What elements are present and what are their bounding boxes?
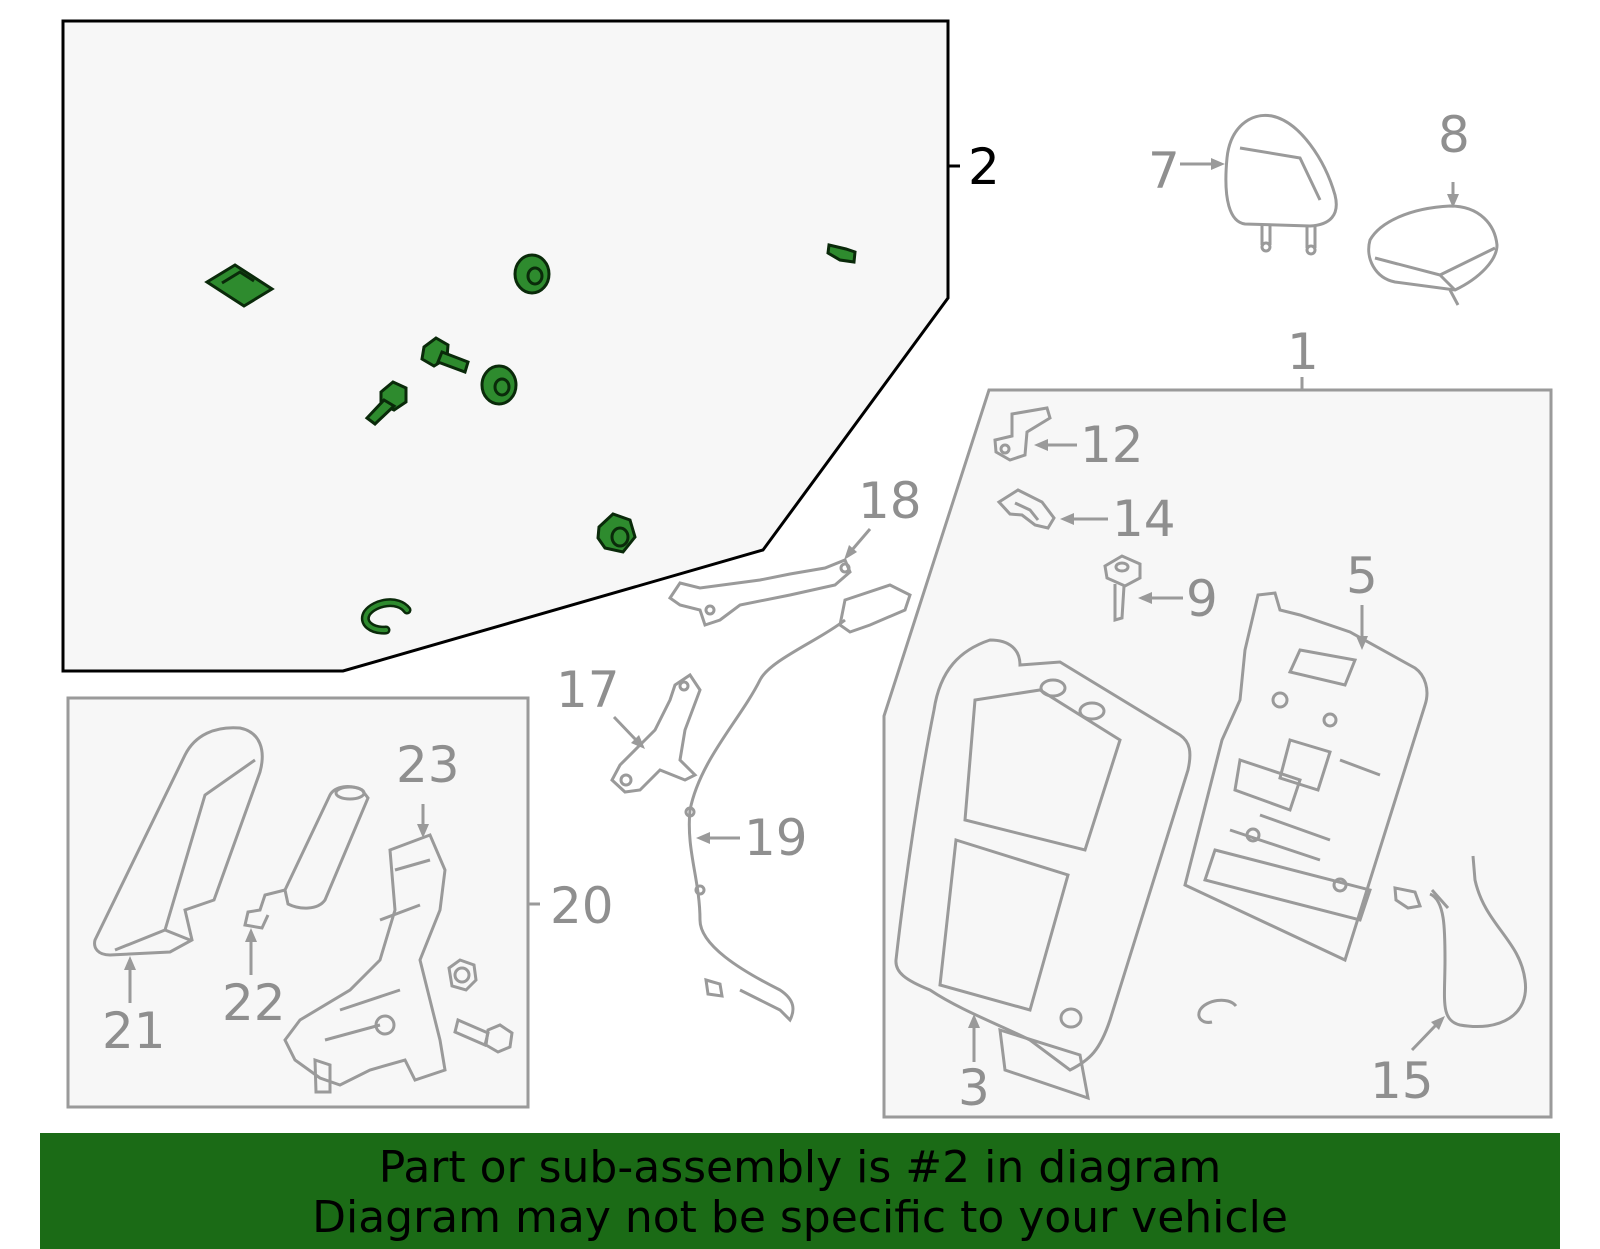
bolt-part [420, 336, 470, 374]
notice-line-2: Diagram may not be specific to your vehi… [312, 1192, 1288, 1243]
headrest-part [1224, 113, 1338, 256]
nut-part [596, 512, 637, 554]
hinge-bracket-part [610, 672, 702, 794]
callout-5[interactable]: 5 [1346, 547, 1378, 605]
callout-18[interactable]: 18 [858, 472, 922, 530]
seat-back-pad-part [894, 638, 1192, 1101]
nut-part [480, 364, 518, 406]
callout-3[interactable]: 3 [958, 1059, 990, 1117]
callout-12[interactable]: 12 [1080, 416, 1144, 474]
release-cable-part [684, 583, 912, 1023]
bracket-part [996, 488, 1056, 530]
callout-20[interactable]: 20 [550, 877, 614, 935]
clip-part [1197, 886, 1423, 1024]
callout-19[interactable]: 19 [744, 809, 808, 867]
callout-8[interactable]: 8 [1438, 106, 1470, 164]
callout-9[interactable]: 9 [1186, 570, 1218, 628]
callout-7[interactable]: 7 [1148, 142, 1180, 200]
group-2-boundary [61, 19, 950, 673]
headrest-cover-part [1367, 204, 1499, 306]
small-clip-part [826, 243, 857, 264]
callout-17[interactable]: 17 [556, 661, 620, 719]
cable-bracket-part [667, 558, 852, 627]
armrest-hinge-part [283, 833, 514, 1094]
armrest-part [93, 726, 264, 957]
bracket-part [993, 406, 1052, 462]
nut-part [513, 253, 551, 295]
notice-line-1: Part or sub-assembly is #2 in diagram [378, 1142, 1222, 1193]
c-clip-part [360, 598, 412, 635]
callout-2[interactable]: 2 [968, 138, 1000, 196]
clip-part [204, 263, 275, 308]
callout-14[interactable]: 14 [1112, 490, 1176, 548]
leader-lines [124, 158, 1459, 1062]
callout-15[interactable]: 15 [1370, 1052, 1434, 1110]
callout-1[interactable]: 1 [1287, 323, 1319, 381]
group-1-seat-back-assembly [882, 377, 1553, 1119]
notice-banner: Part or sub-assembly is #2 in diagram Di… [40, 1133, 1560, 1249]
callout-23[interactable]: 23 [396, 736, 460, 794]
group-20-armrest-assembly [66, 696, 540, 1109]
callout-22[interactable]: 22 [222, 974, 286, 1032]
group-20-boundary [66, 696, 530, 1109]
bolt-part [364, 380, 408, 426]
callout-21[interactable]: 21 [102, 1002, 166, 1060]
callout-labels: 2 1 7 8 12 14 9 5 3 15 18 17 19 20 23 21… [102, 106, 1470, 1117]
seat-back-frame-part [1183, 591, 1429, 963]
release-cable-part [1429, 855, 1528, 1028]
headrest-guide-part [1103, 554, 1142, 622]
armrest-sensor-part [243, 785, 370, 930]
group-2-hardware-kit[interactable] [61, 19, 960, 673]
